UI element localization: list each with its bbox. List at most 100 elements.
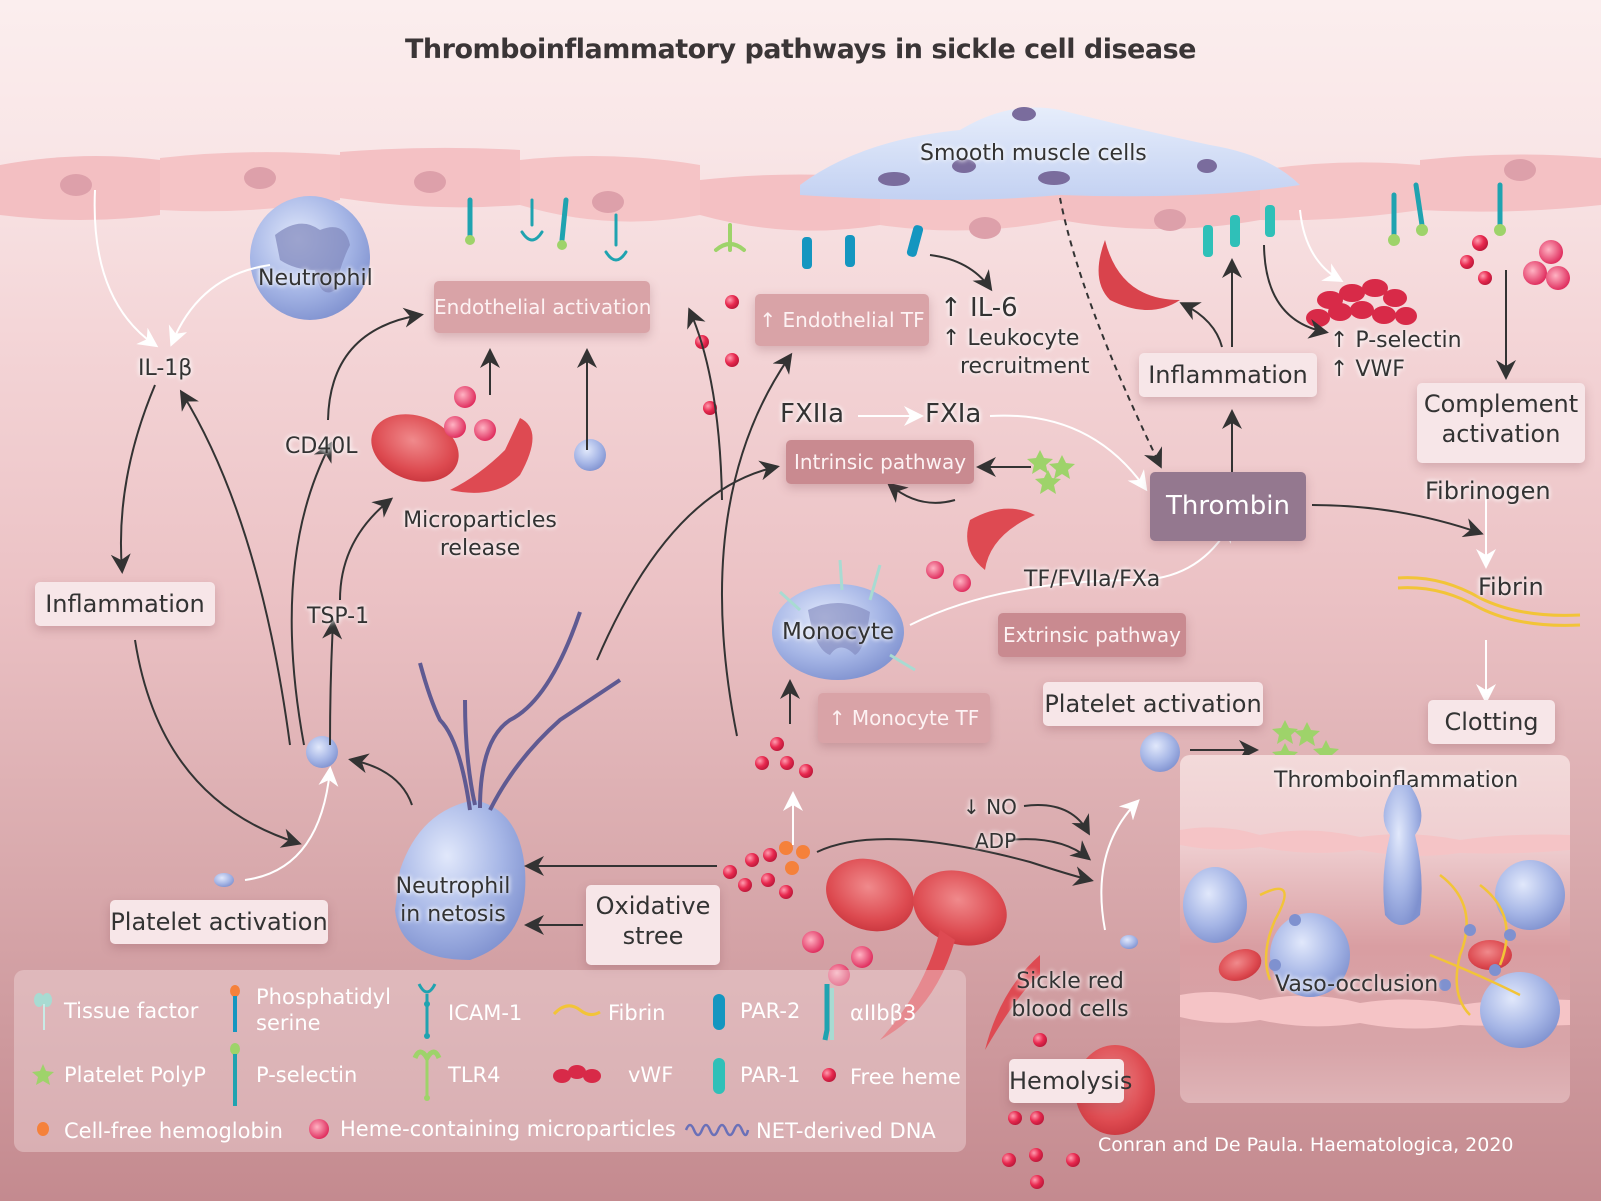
- free-heme-icon: [822, 1068, 836, 1082]
- legend-item-par1: PAR-1: [704, 1056, 800, 1096]
- legend-label: Free heme: [850, 1065, 961, 1089]
- cell-free-hemoglobin-icon: [37, 1122, 49, 1136]
- legend-item-par2: PAR-2: [704, 992, 800, 1032]
- tlr4-icon: [412, 1049, 442, 1101]
- box-clotting: Clotting: [1428, 700, 1555, 744]
- label-vaso-occlusion: Vaso-occlusion: [1275, 972, 1439, 997]
- label-vwf: ↑ VWF: [1330, 357, 1405, 382]
- legend-item-cell-free-hemoglobin: Cell-free hemoglobin: [28, 1118, 283, 1144]
- par1-icon: [713, 1058, 725, 1094]
- legend-label: PAR-1: [740, 1063, 801, 1087]
- legend-label: vWF: [628, 1063, 674, 1087]
- tissue-factor-icon: [34, 993, 52, 1030]
- legend-label: ICAM-1: [448, 1001, 523, 1025]
- citation-credit: Conran and De Paula. Haematologica, 2020: [1098, 1134, 1514, 1156]
- legend-label: P-selectin: [256, 1063, 358, 1087]
- label-fxiia: FXIIa: [780, 399, 845, 429]
- par2-icon: [713, 994, 725, 1030]
- label-fxia: FXIa: [925, 399, 982, 429]
- legend-item-tlr4: TLR4: [412, 1046, 500, 1102]
- box-line: activation: [1441, 420, 1561, 448]
- label-neutrophil: Neutrophil: [258, 266, 373, 291]
- heme-microparticles-icon: [309, 1119, 329, 1139]
- label-il6: ↑ IL-6: [940, 293, 1018, 323]
- label-smooth-muscle-cells: Smooth muscle cells: [920, 141, 1147, 166]
- endothelium: [0, 147, 1601, 239]
- legend-label-line: Phosphatidyl: [256, 985, 391, 1009]
- label-sickle-red-blood-cells: Sickle red blood cells: [1010, 968, 1130, 1023]
- figure-title: Thromboinflammatory pathways in sickle c…: [405, 34, 1196, 65]
- fibrin-icon: [552, 1004, 601, 1017]
- box-line: Complement: [1423, 390, 1579, 418]
- heme-microparticles: [444, 240, 1570, 986]
- legend-item-icam1: ICAM-1: [412, 980, 522, 1040]
- label-fibrinogen: Fibrinogen: [1425, 477, 1551, 505]
- legend-label: Platelet PolyP: [64, 1063, 206, 1087]
- smooth-muscle-cells: [800, 107, 1300, 200]
- label-adp: ADP: [975, 829, 1017, 853]
- red-blood-cells: [371, 240, 1180, 1135]
- label-fibrin: Fibrin: [1478, 573, 1544, 601]
- label-monocyte: Monocyte: [782, 619, 894, 645]
- legend-label: αIIbβ3: [850, 1001, 917, 1025]
- aiib-b3-icon: [822, 984, 834, 1041]
- label-line: Neutrophil: [395, 874, 511, 899]
- legend-label: TLR4: [448, 1063, 501, 1087]
- platelet-polyp-icon: [32, 1064, 54, 1085]
- net-dna-icon: [684, 1123, 750, 1137]
- label-line: in netosis: [400, 901, 506, 927]
- label-p-selectin: ↑ P-selectin: [1330, 328, 1462, 353]
- label-neutrophil-in-netosis: Neutrophil in netosis: [388, 873, 518, 928]
- box-extrinsic-pathway: Extrinsic pathway: [998, 613, 1186, 657]
- label-tf-fviia-fxa: TF/FVIIa/FXa: [1024, 567, 1161, 592]
- label-tsp1: TSP-1: [307, 604, 370, 629]
- netosis-neutrophil-cell: [395, 611, 622, 960]
- label-line: Sickle red: [1016, 969, 1124, 994]
- box-platelet-activation-right: Platelet activation: [1043, 682, 1263, 726]
- label-microparticles-release: Microparticles release: [400, 507, 560, 562]
- box-hemolysis: Hemolysis: [1009, 1059, 1132, 1103]
- box-endothelial-activation: Endothelial activation: [434, 281, 651, 333]
- box-inflammation-right: Inflammation: [1139, 353, 1317, 397]
- legend-label: Cell-free hemoglobin: [64, 1119, 283, 1143]
- box-line: stree: [622, 922, 684, 950]
- free-heme-dots: [695, 235, 1492, 1189]
- box-oxidative-stress: Oxidative stree: [586, 885, 720, 965]
- label-cd40l: CD40L: [285, 434, 358, 459]
- label-line: blood cells: [1011, 996, 1129, 1022]
- box-inflammation-left: Inflammation: [35, 582, 215, 626]
- vwf-multimers: [1306, 279, 1417, 327]
- box-intrinsic-pathway: Intrinsic pathway: [786, 440, 974, 484]
- legend-label: Tissue factor: [64, 999, 199, 1023]
- box-thrombin: Thrombin: [1150, 472, 1306, 541]
- box-platelet-activation-left: Platelet activation: [110, 900, 328, 944]
- legend-item-fibrin: Fibrin: [552, 1000, 666, 1026]
- legend-label: Heme-containing microparticles: [340, 1117, 676, 1141]
- legend-item-heme-microparticles: Heme-containing microparticles: [304, 1116, 676, 1142]
- legend-item-platelet-polyp: Platelet PolyP: [28, 1060, 206, 1090]
- monocyte-cell: [772, 559, 916, 680]
- label-leukocyte-recruitment: ↑ Leukocyte recruitment: [942, 325, 1089, 380]
- inset-artwork: [1180, 785, 1570, 1048]
- box-line: Oxidative: [595, 892, 711, 920]
- legend-label: Fibrin: [608, 1001, 666, 1025]
- legend-item-vwf: vWF: [552, 1062, 673, 1088]
- dashed-arrow: [1059, 197, 1163, 469]
- vwf-icon: [553, 1065, 601, 1083]
- label-line: Microparticles: [403, 508, 557, 533]
- fibrin-strands: [1397, 576, 1581, 627]
- cell-free-hemoglobin-dots: [779, 841, 810, 875]
- legend-item-tissue-factor: Tissue factor: [28, 990, 198, 1030]
- legend-label: NET-derived DNA: [756, 1119, 936, 1143]
- legend-item-p-selectin: P-selectin: [220, 1042, 357, 1108]
- label-il1b: IL-1β: [138, 356, 193, 381]
- label-line: release: [439, 535, 521, 561]
- thromboinflammation-inset: Thromboinflammation Vaso-occlusion: [1180, 755, 1570, 1103]
- box-complement-activation: Complement activation: [1417, 383, 1585, 463]
- legend-item-aiib-b3: αIIbβ3: [814, 980, 916, 1044]
- legend-item-net-dna: NET-derived DNA: [684, 1118, 936, 1144]
- label-line: ↑ Leukocyte: [942, 326, 1080, 351]
